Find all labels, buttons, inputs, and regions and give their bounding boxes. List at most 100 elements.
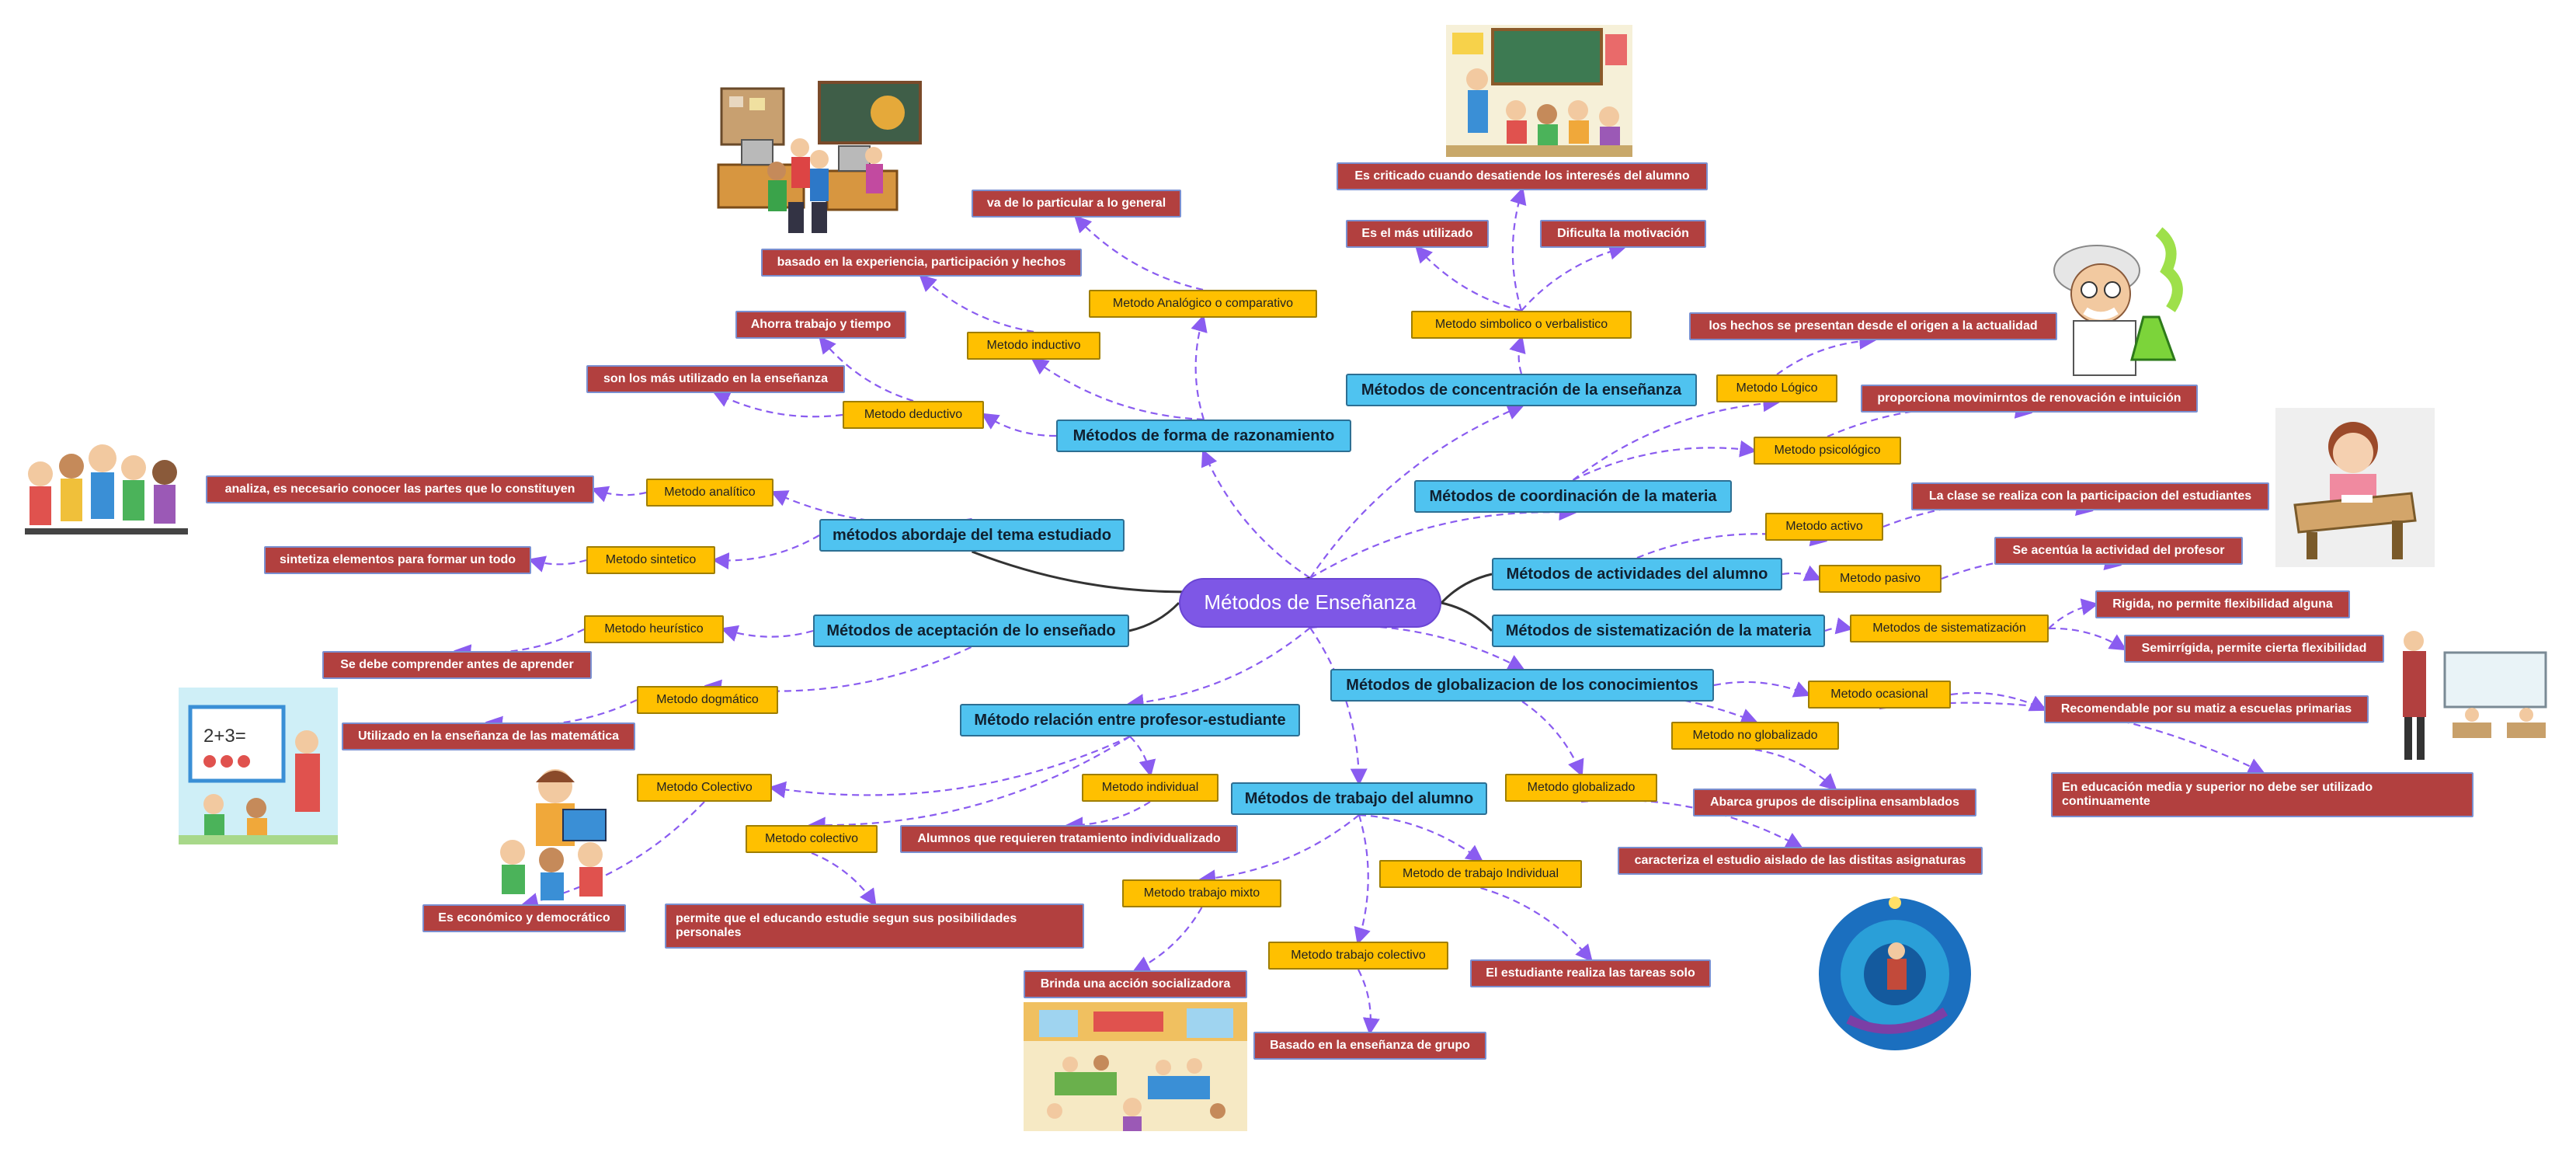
branch-abordaje[interactable]: métodos abordaje del tema estudiado	[819, 519, 1125, 552]
detail-mas-utilizado-ensenanza[interactable]: son los más utilizado en la enseñanza	[586, 365, 845, 393]
method-ocasional[interactable]: Metodo ocasional	[1808, 681, 1951, 709]
spiral-creative-illustration	[1817, 887, 1976, 1054]
branch-globalizacion[interactable]: Métodos de globalizacion de los conocimi…	[1330, 669, 1714, 702]
scientist-illustration	[2042, 224, 2198, 379]
method-heuristico[interactable]: Metodo heurístico	[584, 615, 724, 643]
connector-detail-analiza	[590, 486, 647, 503]
teacher-blackboard-illustration	[2390, 622, 2560, 769]
student-desk-illustration	[2275, 408, 2435, 567]
connector-branch-aceptacion	[1128, 601, 1180, 632]
kindergarten-classroom-illustration	[1024, 1002, 1247, 1131]
connector-detail-hechos-origen	[1776, 332, 1877, 375]
detail-rigida[interactable]: Rigida, no permite flexibilidad alguna	[2095, 590, 2350, 618]
connector-method-analogico	[1191, 314, 1208, 420]
method-de-sistematizacion[interactable]: Metodos de sistematización	[1850, 615, 2049, 642]
connector-method-colectivo	[808, 736, 1131, 834]
connector-detail-matematica	[485, 699, 638, 733]
connector-method-simbolico	[1509, 335, 1526, 374]
connector-detail-posibilidades	[811, 851, 877, 907]
method-trabajo-individual[interactable]: Metodo de trabajo Individual	[1379, 860, 1582, 888]
classroom-computers-illustration	[711, 78, 926, 245]
connector-detail-solo	[1480, 886, 1593, 963]
connector-detail-ahorra	[819, 336, 914, 402]
connector-detail-socializadora	[1132, 907, 1203, 972]
detail-analiza[interactable]: analiza, es necesario conocer las partes…	[206, 475, 594, 503]
detail-sintetiza[interactable]: sintetiza elementos para formar un todo	[264, 546, 531, 574]
branch-coordinacion[interactable]: Métodos de coordinación de la materia	[1414, 480, 1732, 513]
branch-concentracion[interactable]: Métodos de concentración de la enseñanza	[1346, 374, 1697, 406]
detail-experiencia[interactable]: basado en la experiencia, participación …	[761, 249, 1082, 277]
connector-branch-relacion	[1126, 627, 1311, 712]
detail-participacion[interactable]: La clase se realiza con la participacion…	[1911, 482, 2269, 510]
children-group-illustration	[17, 435, 197, 548]
connector-detail-sintetiza	[527, 555, 587, 573]
detail-hechos-origen[interactable]: los hechos se presentan desde el origen …	[1689, 312, 2057, 340]
connector-method-individual	[1129, 736, 1156, 778]
method-trabajo-colectivo[interactable]: Metodo trabajo colectivo	[1268, 942, 1448, 970]
detail-comprender[interactable]: Se debe comprender antes de aprender	[322, 651, 592, 679]
detail-socializadora[interactable]: Brinda una acción socializadora	[1024, 970, 1247, 998]
detail-individualizado[interactable]: Alumnos que requieren tratamiento indivi…	[900, 825, 1238, 853]
method-no-globalizado[interactable]: Metodo no globalizado	[1671, 722, 1839, 750]
method-pasivo[interactable]: Metodo pasivo	[1819, 565, 1942, 593]
branch-relacion[interactable]: Método relación entre profesor-estudiant…	[960, 704, 1300, 736]
connector-method-psicologico	[1573, 440, 1757, 481]
method-trabajo-mixto[interactable]: Metodo trabajo mixto	[1122, 879, 1281, 907]
detail-motivacion[interactable]: Dificulta la motivación	[1540, 220, 1706, 248]
method-globalizado[interactable]: Metodo globalizado	[1505, 774, 1657, 802]
branch-sistematizacion[interactable]: Métodos de sistematización de la materia	[1492, 615, 1825, 647]
method-deductivo[interactable]: Metodo deductivo	[843, 401, 984, 429]
detail-abarca[interactable]: Abarca grupos de disciplina ensamblados	[1693, 789, 1976, 817]
connector-branch-forma-razonamiento	[1201, 448, 1311, 579]
detail-renovacion[interactable]: proporciona movimirntos de renovación e …	[1861, 385, 2198, 413]
detail-grupo[interactable]: Basado en la enseñanza de grupo	[1253, 1032, 1486, 1060]
detail-media-superior[interactable]: En educación media y superior no debe se…	[2051, 772, 2473, 817]
detail-semirrigida[interactable]: Semirrígida, permite cierta flexibilidad	[2124, 635, 2384, 663]
connector-method-deductivo	[981, 413, 1057, 437]
detail-matematica[interactable]: Utilizado en la enseñanza de las matemát…	[342, 722, 635, 750]
method-simbolico[interactable]: Metodo simbolico o verbalistico	[1411, 311, 1632, 339]
method-dogmatico[interactable]: Metodo dogmático	[637, 686, 778, 714]
teacher-classroom-illustration	[1446, 25, 1632, 157]
connector-detail-mas-utilizado	[1415, 245, 1522, 312]
connector-method-inductivo	[1031, 357, 1205, 421]
central-topic[interactable]: Métodos de Enseñanza	[1179, 578, 1441, 628]
method-sintetico[interactable]: Metodo sintetico	[586, 546, 715, 574]
connector-detail-individualizado	[1066, 801, 1151, 834]
detail-primarias[interactable]: Recomendable por su matiz a escuelas pri…	[2044, 695, 2369, 723]
connector-detail-economico	[520, 801, 705, 910]
connector-detail-comprender	[454, 628, 585, 662]
connector-detail-particular-general	[1073, 214, 1204, 291]
connector-detail-rigida	[2048, 598, 2099, 629]
method-analitico[interactable]: Metodo analítico	[646, 479, 773, 507]
detail-acentua[interactable]: Se acentúa la actividad del profesor	[1994, 537, 2243, 565]
detail-particular-general[interactable]: va de lo particular a lo general	[972, 190, 1181, 218]
branch-forma-razonamiento[interactable]: Métodos de forma de razonamiento	[1056, 420, 1351, 452]
method-inductivo[interactable]: Metodo inductivo	[967, 332, 1100, 360]
method-logico[interactable]: Metodo Lógico	[1716, 374, 1837, 402]
detail-solo[interactable]: El estudiante realiza las tareas solo	[1470, 959, 1711, 987]
method-activo[interactable]: Metodo activo	[1765, 513, 1883, 541]
detail-economico[interactable]: Es económico y democrático	[422, 904, 626, 932]
method-colectivo-mayus[interactable]: Metodo Colectivo	[637, 774, 772, 802]
method-colectivo[interactable]: Metodo colectivo	[746, 825, 878, 853]
branch-actividades[interactable]: Métodos de actividades del alumno	[1492, 558, 1782, 590]
connector-detail-motivacion	[1521, 242, 1627, 312]
detail-ahorra[interactable]: Ahorra trabajo y tiempo	[735, 311, 906, 339]
connector-branch-concentracion	[1309, 403, 1525, 579]
connector-method-colectivo-mayus	[768, 736, 1131, 799]
branch-aceptacion[interactable]: Métodos de aceptación de lo enseñado	[813, 615, 1129, 647]
connector-detail-semirrigida	[2048, 627, 2127, 651]
detail-aislado[interactable]: caracteriza el estudio aislado de las di…	[1618, 847, 1983, 875]
method-analogico[interactable]: Metodo Analógico o comparativo	[1089, 290, 1317, 318]
connector-method-pasivo	[1782, 565, 1823, 581]
detail-posibilidades[interactable]: permite que el educando estudie segun su…	[665, 904, 1084, 949]
connector-method-trabajo-mixto	[1198, 814, 1360, 887]
method-individual[interactable]: Metodo individual	[1082, 774, 1218, 802]
connector-detail-criticado	[1510, 186, 1527, 312]
method-psicologico[interactable]: Metodo psicológico	[1754, 437, 1901, 465]
detail-mas-utilizado[interactable]: Es el más utilizado	[1346, 220, 1489, 248]
branch-trabajo-alumno[interactable]: Métodos de trabajo del alumno	[1231, 782, 1487, 815]
detail-criticado[interactable]: Es criticado cuando desatiende los inter…	[1337, 162, 1708, 190]
